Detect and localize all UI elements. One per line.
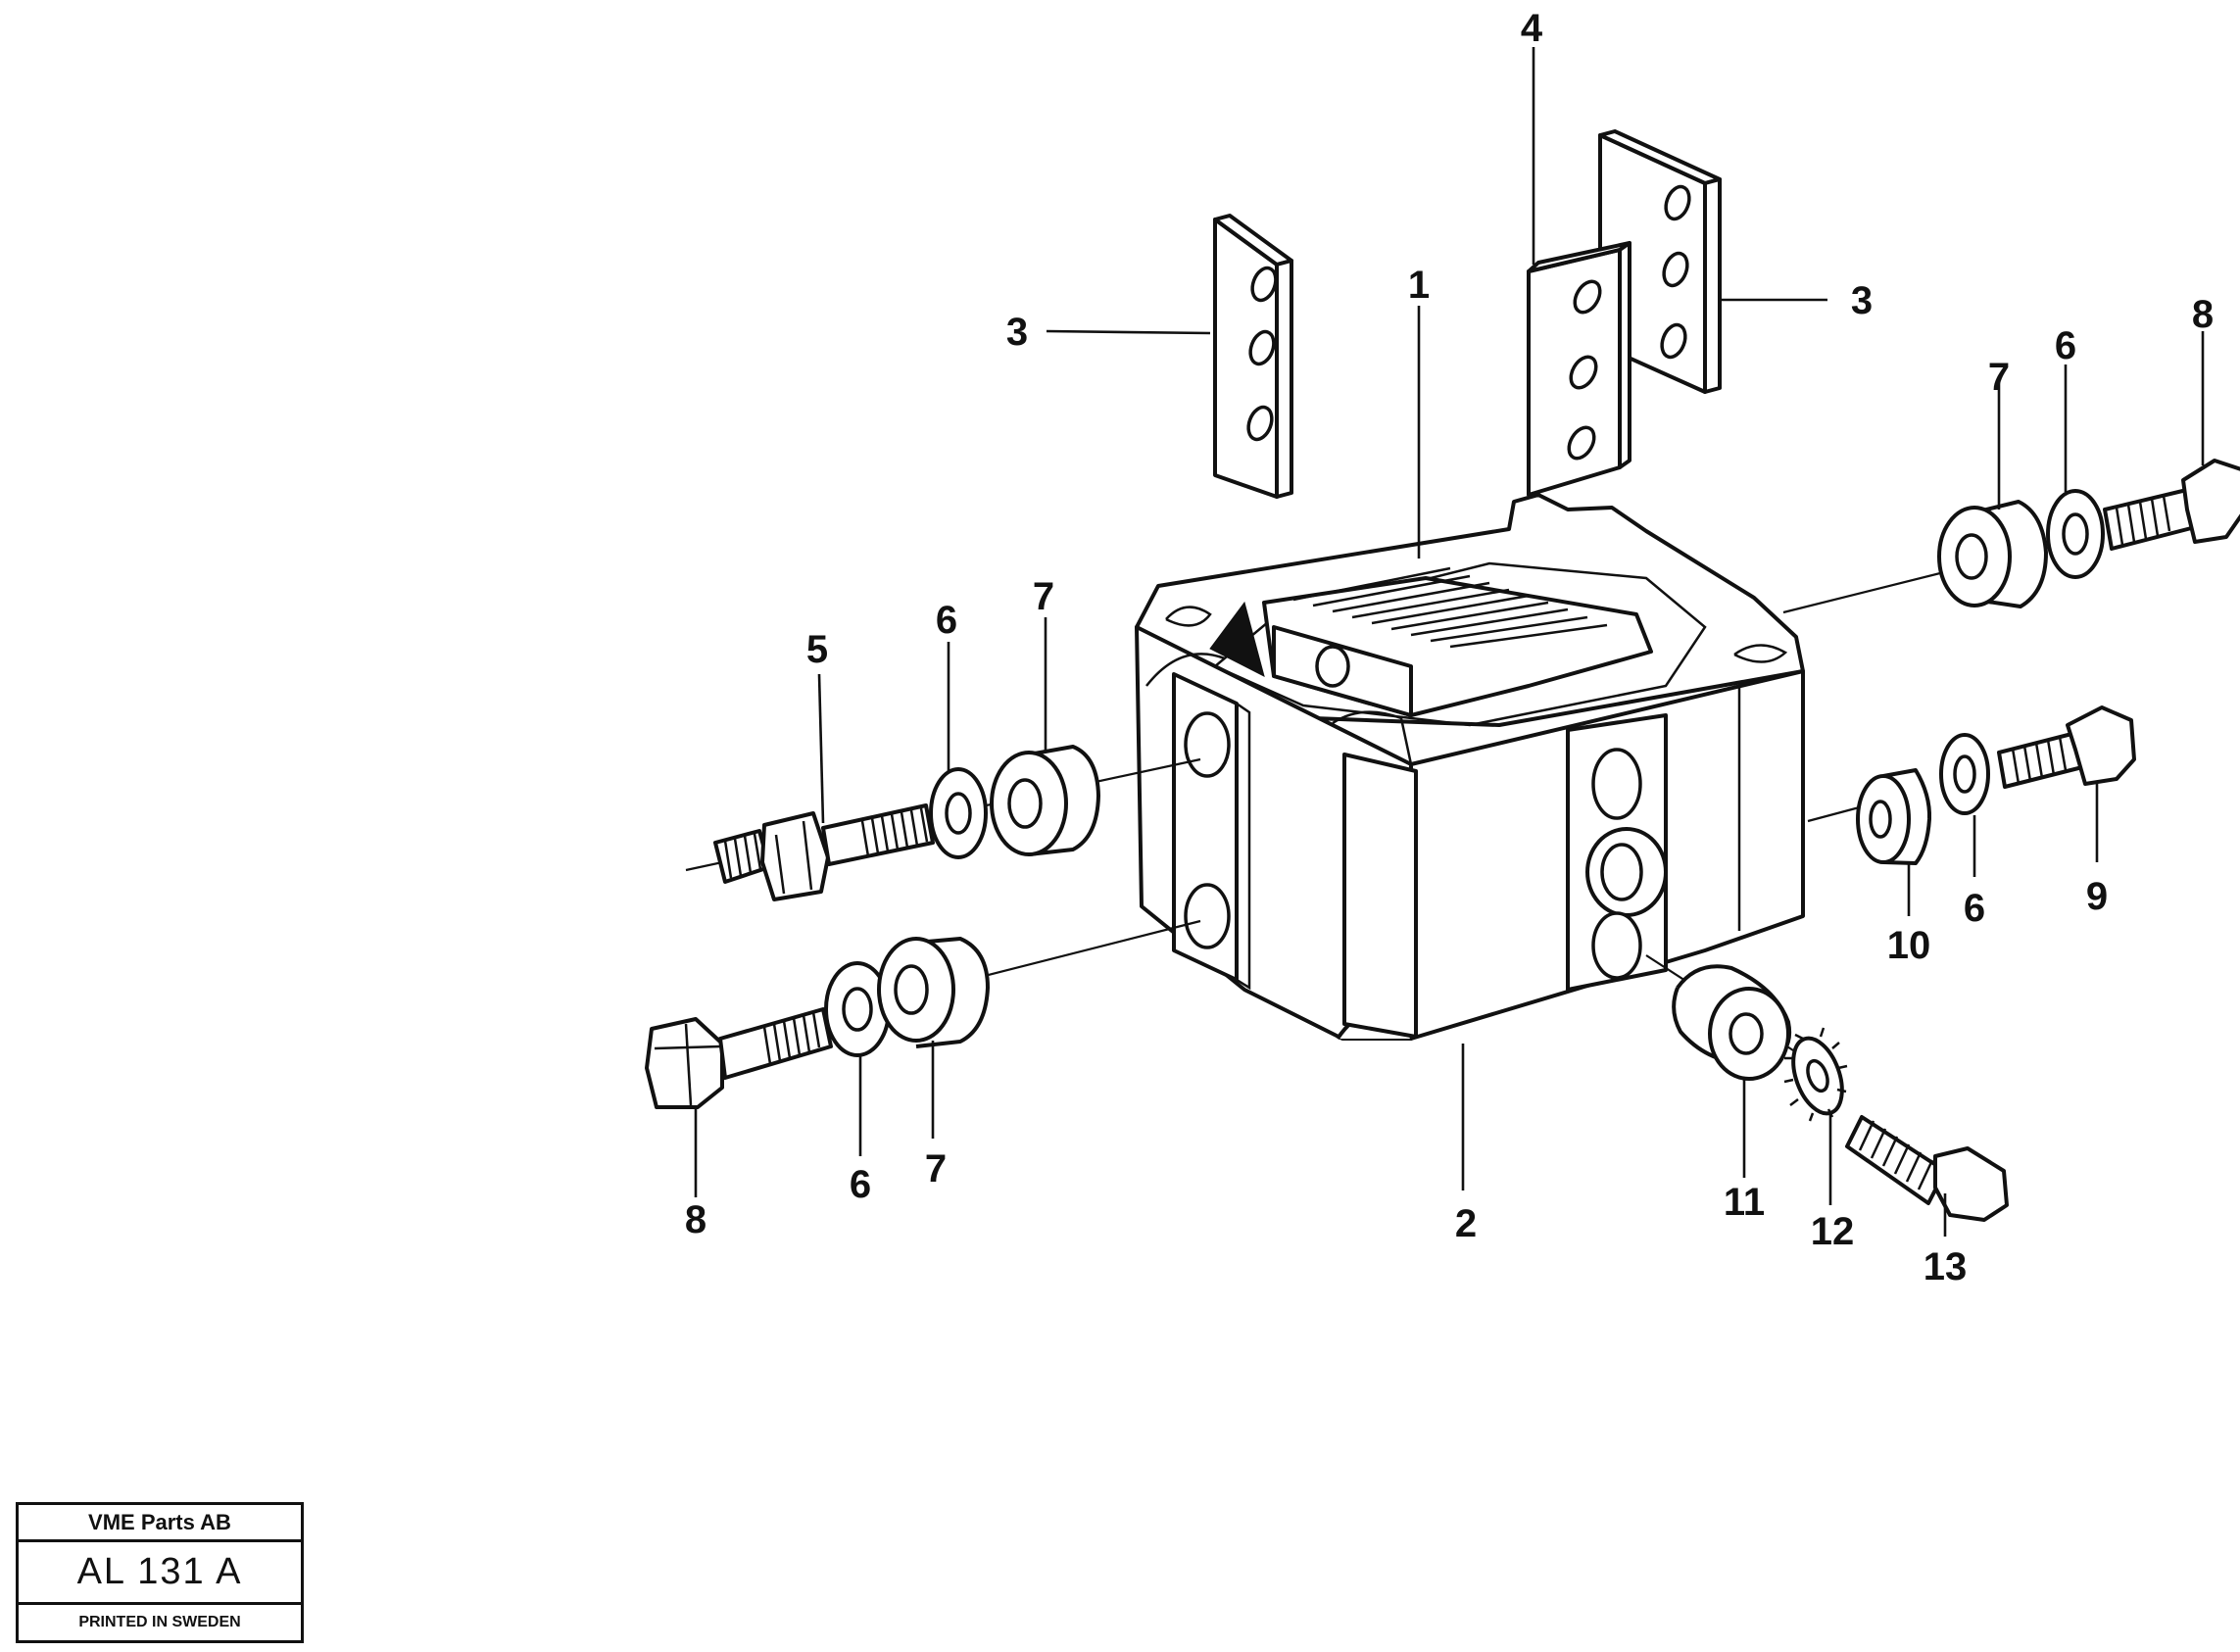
callout-1: 1	[1408, 264, 1430, 307]
washer-6-right	[1939, 733, 1990, 815]
callout-6-upper-right: 6	[2055, 324, 2076, 367]
callout-12: 12	[1811, 1210, 1855, 1253]
callout-7-upper-right: 7	[1988, 356, 2010, 399]
callout-4: 4	[1521, 7, 1543, 50]
callout-7-lower-left: 7	[925, 1147, 947, 1190]
callout-11: 11	[1724, 1181, 1765, 1224]
callout-2: 2	[1455, 1202, 1477, 1245]
washer-6-lower-left	[824, 961, 891, 1057]
washer-6-upper-right	[2046, 489, 2105, 579]
title-block: VME Parts AB AL 131 A PRINTED IN SWEDEN	[16, 1502, 304, 1643]
bushing-7-upper-right	[1782, 500, 2048, 614]
callout-7-upper-left: 7	[1033, 575, 1054, 618]
company-name: VME Parts AB	[19, 1505, 301, 1542]
bushing-7-lower-left	[877, 937, 990, 1048]
callout-8-upper-right: 8	[2192, 293, 2214, 336]
spacer-10	[1807, 768, 1932, 865]
plate-4	[1527, 241, 1631, 497]
washer-6-upper-left	[929, 767, 988, 859]
callout-3-left: 3	[1006, 311, 1028, 354]
bolt-9	[1997, 705, 2136, 789]
callout-3-right: 3	[1851, 279, 1873, 322]
bushing-11	[1645, 954, 1794, 1081]
bolt-8-lower-left	[645, 919, 1201, 1109]
callout-6-upper-left: 6	[936, 599, 957, 642]
lock-washer-12	[1783, 1027, 1848, 1122]
printed-note: PRINTED IN SWEDEN	[78, 1614, 241, 1630]
bolt-13	[1845, 1115, 2009, 1222]
callout-10: 10	[1887, 924, 1931, 967]
callout-8-lower-left: 8	[685, 1198, 706, 1241]
callout-13: 13	[1923, 1245, 1968, 1288]
leader-lines	[694, 47, 2205, 1237]
callout-5: 5	[806, 628, 828, 671]
drawing-reference: AL 131 A	[19, 1542, 301, 1605]
callout-numbers: 1 2 3 3 4 5 6 7 7 6 8 8 6 7 10 6 9 11 12…	[685, 7, 2214, 1288]
bushing-7-upper-left	[990, 745, 1100, 856]
plate-3-left	[1213, 214, 1293, 499]
bolt-8-upper-right	[2103, 459, 2240, 551]
callout-9: 9	[2086, 875, 2108, 918]
callout-6-right: 6	[1964, 887, 1985, 930]
callout-6-lower-left: 6	[850, 1163, 871, 1206]
unit-1	[1209, 566, 1653, 717]
